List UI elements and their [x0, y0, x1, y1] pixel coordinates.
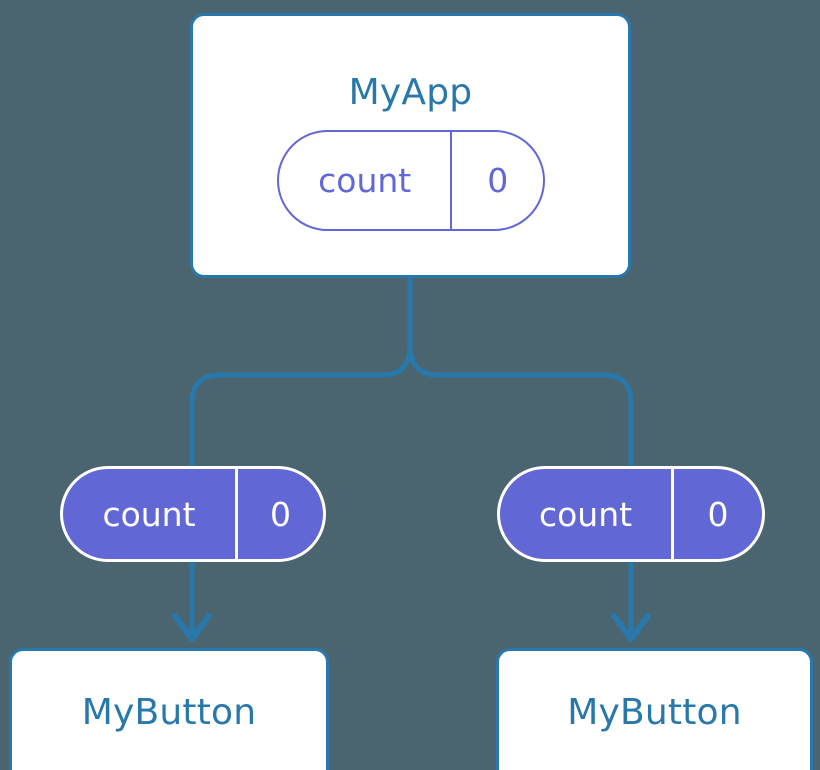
- state-pill-root-value: 0: [450, 132, 543, 229]
- component-name-mybutton-right: MyButton: [567, 692, 742, 733]
- arrow-right-head: [611, 613, 651, 642]
- prop-pill-left-key: count: [102, 494, 196, 534]
- prop-pill-left-value: 0: [234, 469, 323, 559]
- edge-to-left-child: [189, 344, 413, 466]
- component-box-mybutton-left[interactable]: MyButton: [9, 648, 329, 770]
- state-pill-root-key: count: [318, 161, 412, 200]
- component-box-mybutton-right[interactable]: MyButton: [496, 648, 813, 770]
- prop-pill-right[interactable]: count 0: [497, 466, 765, 562]
- prop-pill-right-key: count: [538, 494, 633, 534]
- edge-to-right-child: [407, 344, 634, 466]
- prop-pill-left[interactable]: count 0: [60, 466, 326, 562]
- state-pill-root[interactable]: count 0: [277, 130, 545, 231]
- component-name-mybutton-left: MyButton: [81, 692, 257, 733]
- prop-pill-right-value: 0: [671, 469, 762, 559]
- component-name-myapp: MyApp: [348, 72, 473, 113]
- arrow-left-head: [172, 613, 212, 642]
